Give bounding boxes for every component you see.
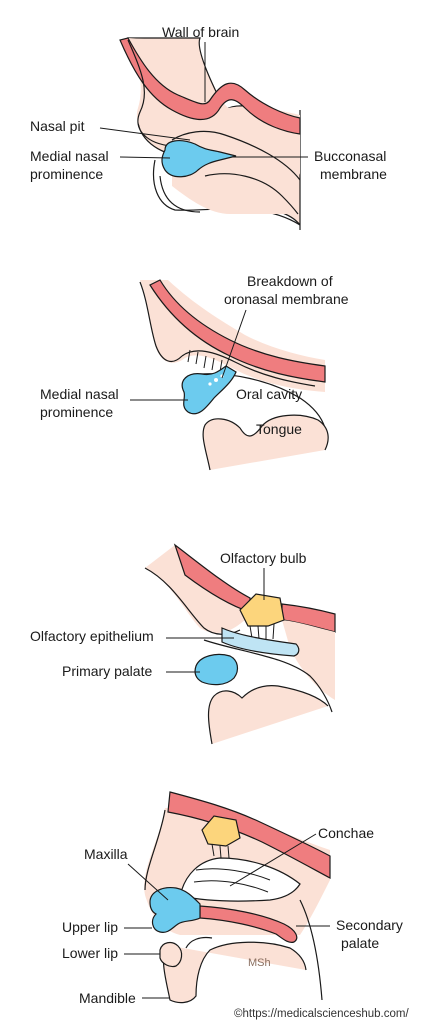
watermark: MSh xyxy=(248,957,271,969)
label-maxilla: Maxilla xyxy=(84,846,128,862)
label-tongue: Tongue xyxy=(256,421,302,437)
label-nasal-pit: Nasal pit xyxy=(30,118,85,134)
panel4-tongue-outline xyxy=(185,936,213,949)
panel4-lower-lip xyxy=(159,941,183,968)
leader-conchae xyxy=(229,833,317,887)
label-medial-nasal-2: prominence xyxy=(30,166,103,182)
label-medial-nasal-2: prominence xyxy=(40,404,113,420)
label-oral-cavity: Oral cavity xyxy=(236,386,302,402)
label-medial-nasal-1: Medial nasal xyxy=(40,386,119,402)
label-olfactory-bulb: Olfactory bulb xyxy=(220,550,307,566)
panel4-conchae-lines xyxy=(193,868,271,893)
panel-3: Olfactory bulb Olfactory epithelium Prim… xyxy=(30,543,336,745)
panel3-tissue xyxy=(145,545,245,634)
panel3-lower-tissue xyxy=(203,639,333,713)
panel1-lower-contour xyxy=(172,166,298,214)
label-breakdown-1: Breakdown of xyxy=(247,273,333,289)
panel4-mandible xyxy=(162,941,307,1004)
label-conchae: Conchae xyxy=(318,825,374,841)
label-wall-of-brain: Wall of brain xyxy=(162,24,239,40)
leader-breakdown xyxy=(221,309,247,379)
label-olfactory-epithelium: Olfactory epithelium xyxy=(30,628,154,644)
label-upper-lip: Upper lip xyxy=(62,919,118,935)
panel1-nasal-pit-line xyxy=(171,130,301,181)
label-primary-palate: Primary palate xyxy=(62,663,152,679)
panel-4: MSh Maxilla Conchae Upper lip Secondary … xyxy=(62,791,403,1006)
label-secondary-palate-2: palate xyxy=(341,935,379,951)
panel1-chin-curve xyxy=(159,175,201,213)
panel4-back-outline xyxy=(299,899,323,1001)
panel1-brain-wall xyxy=(119,37,301,135)
leader-medial-nasal xyxy=(119,156,171,159)
panel2-face-outline xyxy=(139,281,183,363)
panel1-medial-nasal-prominence xyxy=(161,140,237,178)
leader-nasal-pit xyxy=(99,127,191,141)
panel1-lower-curve xyxy=(204,173,299,215)
label-lower-lip: Lower lip xyxy=(62,945,118,961)
panel3-jaw xyxy=(207,685,329,745)
panel4-face-outline xyxy=(144,809,166,891)
leader-maxilla xyxy=(127,863,169,901)
label-bucconasal-2: membrane xyxy=(320,166,387,182)
panel4-upper-lip xyxy=(149,887,201,933)
panel2-brain-wall xyxy=(149,279,326,383)
panel4-secondary-palate xyxy=(199,905,298,943)
panel1-face-outline xyxy=(127,39,173,147)
panel3-olfactory-epithelium xyxy=(221,627,300,657)
label-medial-nasal-1: Medial nasal xyxy=(30,148,109,164)
panel3-olfactory-bulb xyxy=(239,593,285,627)
panel3-right-tissue xyxy=(282,620,335,700)
label-secondary-palate-1: Secondary xyxy=(336,917,403,933)
credit-text: ©https://medicalscienceshub.com/ xyxy=(234,1008,409,1020)
panel3-olfactory-nerves xyxy=(249,623,275,640)
panel4-olfactory-nerves xyxy=(211,843,230,859)
panel2-oral-cavity-roof xyxy=(181,350,316,387)
label-mandible: Mandible xyxy=(79,990,136,1006)
panel3-primary-palate xyxy=(194,653,239,686)
label-breakdown-2: oronasal membrane xyxy=(224,291,349,307)
panel2-tongue xyxy=(202,414,329,471)
panel-2: Breakdown of oronasal membrane Medial na… xyxy=(40,273,349,471)
panel2-medial-nasal-prominence xyxy=(181,365,237,415)
panel-1: Wall of brain Nasal pit Medial nasal pro… xyxy=(30,24,387,231)
label-bucconasal-1: Bucconasal xyxy=(314,148,386,164)
panel4-olfactory-bulb xyxy=(201,815,241,847)
